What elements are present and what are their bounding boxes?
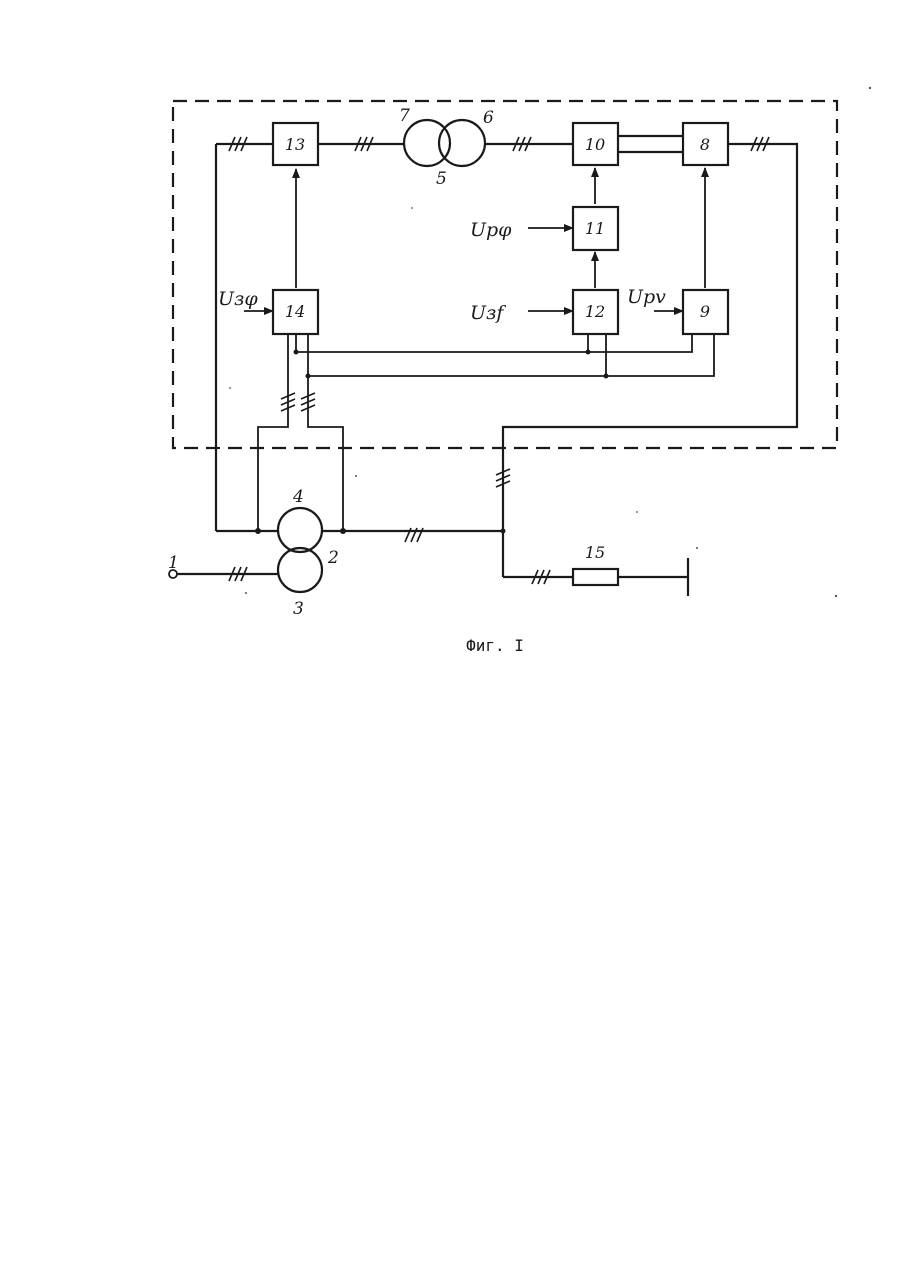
transformer-top-left-coil: [404, 120, 450, 166]
label-4: 4: [292, 487, 304, 507]
transformer-top-right-coil: [439, 120, 485, 166]
signal-urv: Upv: [627, 286, 666, 308]
scan-specks: [229, 87, 871, 597]
block-11-label: 11: [585, 219, 605, 238]
block-15-label: 15: [585, 543, 605, 562]
block-12-label: 12: [585, 302, 605, 321]
bus-upper: [296, 334, 692, 352]
triple-mark-group: [229, 137, 769, 584]
label-2: 2: [327, 548, 339, 568]
label-6: 6: [483, 108, 494, 128]
coil-4: [278, 508, 322, 552]
bus-lower: [308, 334, 714, 376]
label-7: 7: [399, 106, 410, 126]
block-10-label: 10: [585, 135, 605, 154]
wire-14-down-left: [258, 334, 288, 531]
label-3: 3: [293, 599, 304, 619]
label-1: 1: [168, 553, 179, 573]
signal-urphi: Upφ: [470, 219, 512, 241]
block-13-label: 13: [285, 135, 305, 154]
signal-uzphi: Uзφ: [218, 288, 258, 310]
wire-8-to-right: [503, 144, 797, 577]
block-14-label: 14: [285, 302, 305, 321]
figure-caption: Фиг. I: [466, 636, 524, 655]
block-8-label: 8: [700, 135, 710, 154]
signal-uzf: Uзf: [470, 302, 506, 324]
block-9-label: 9: [700, 302, 710, 321]
label-5: 5: [436, 169, 447, 189]
coil-3: [278, 548, 322, 592]
block-15: [573, 569, 618, 585]
